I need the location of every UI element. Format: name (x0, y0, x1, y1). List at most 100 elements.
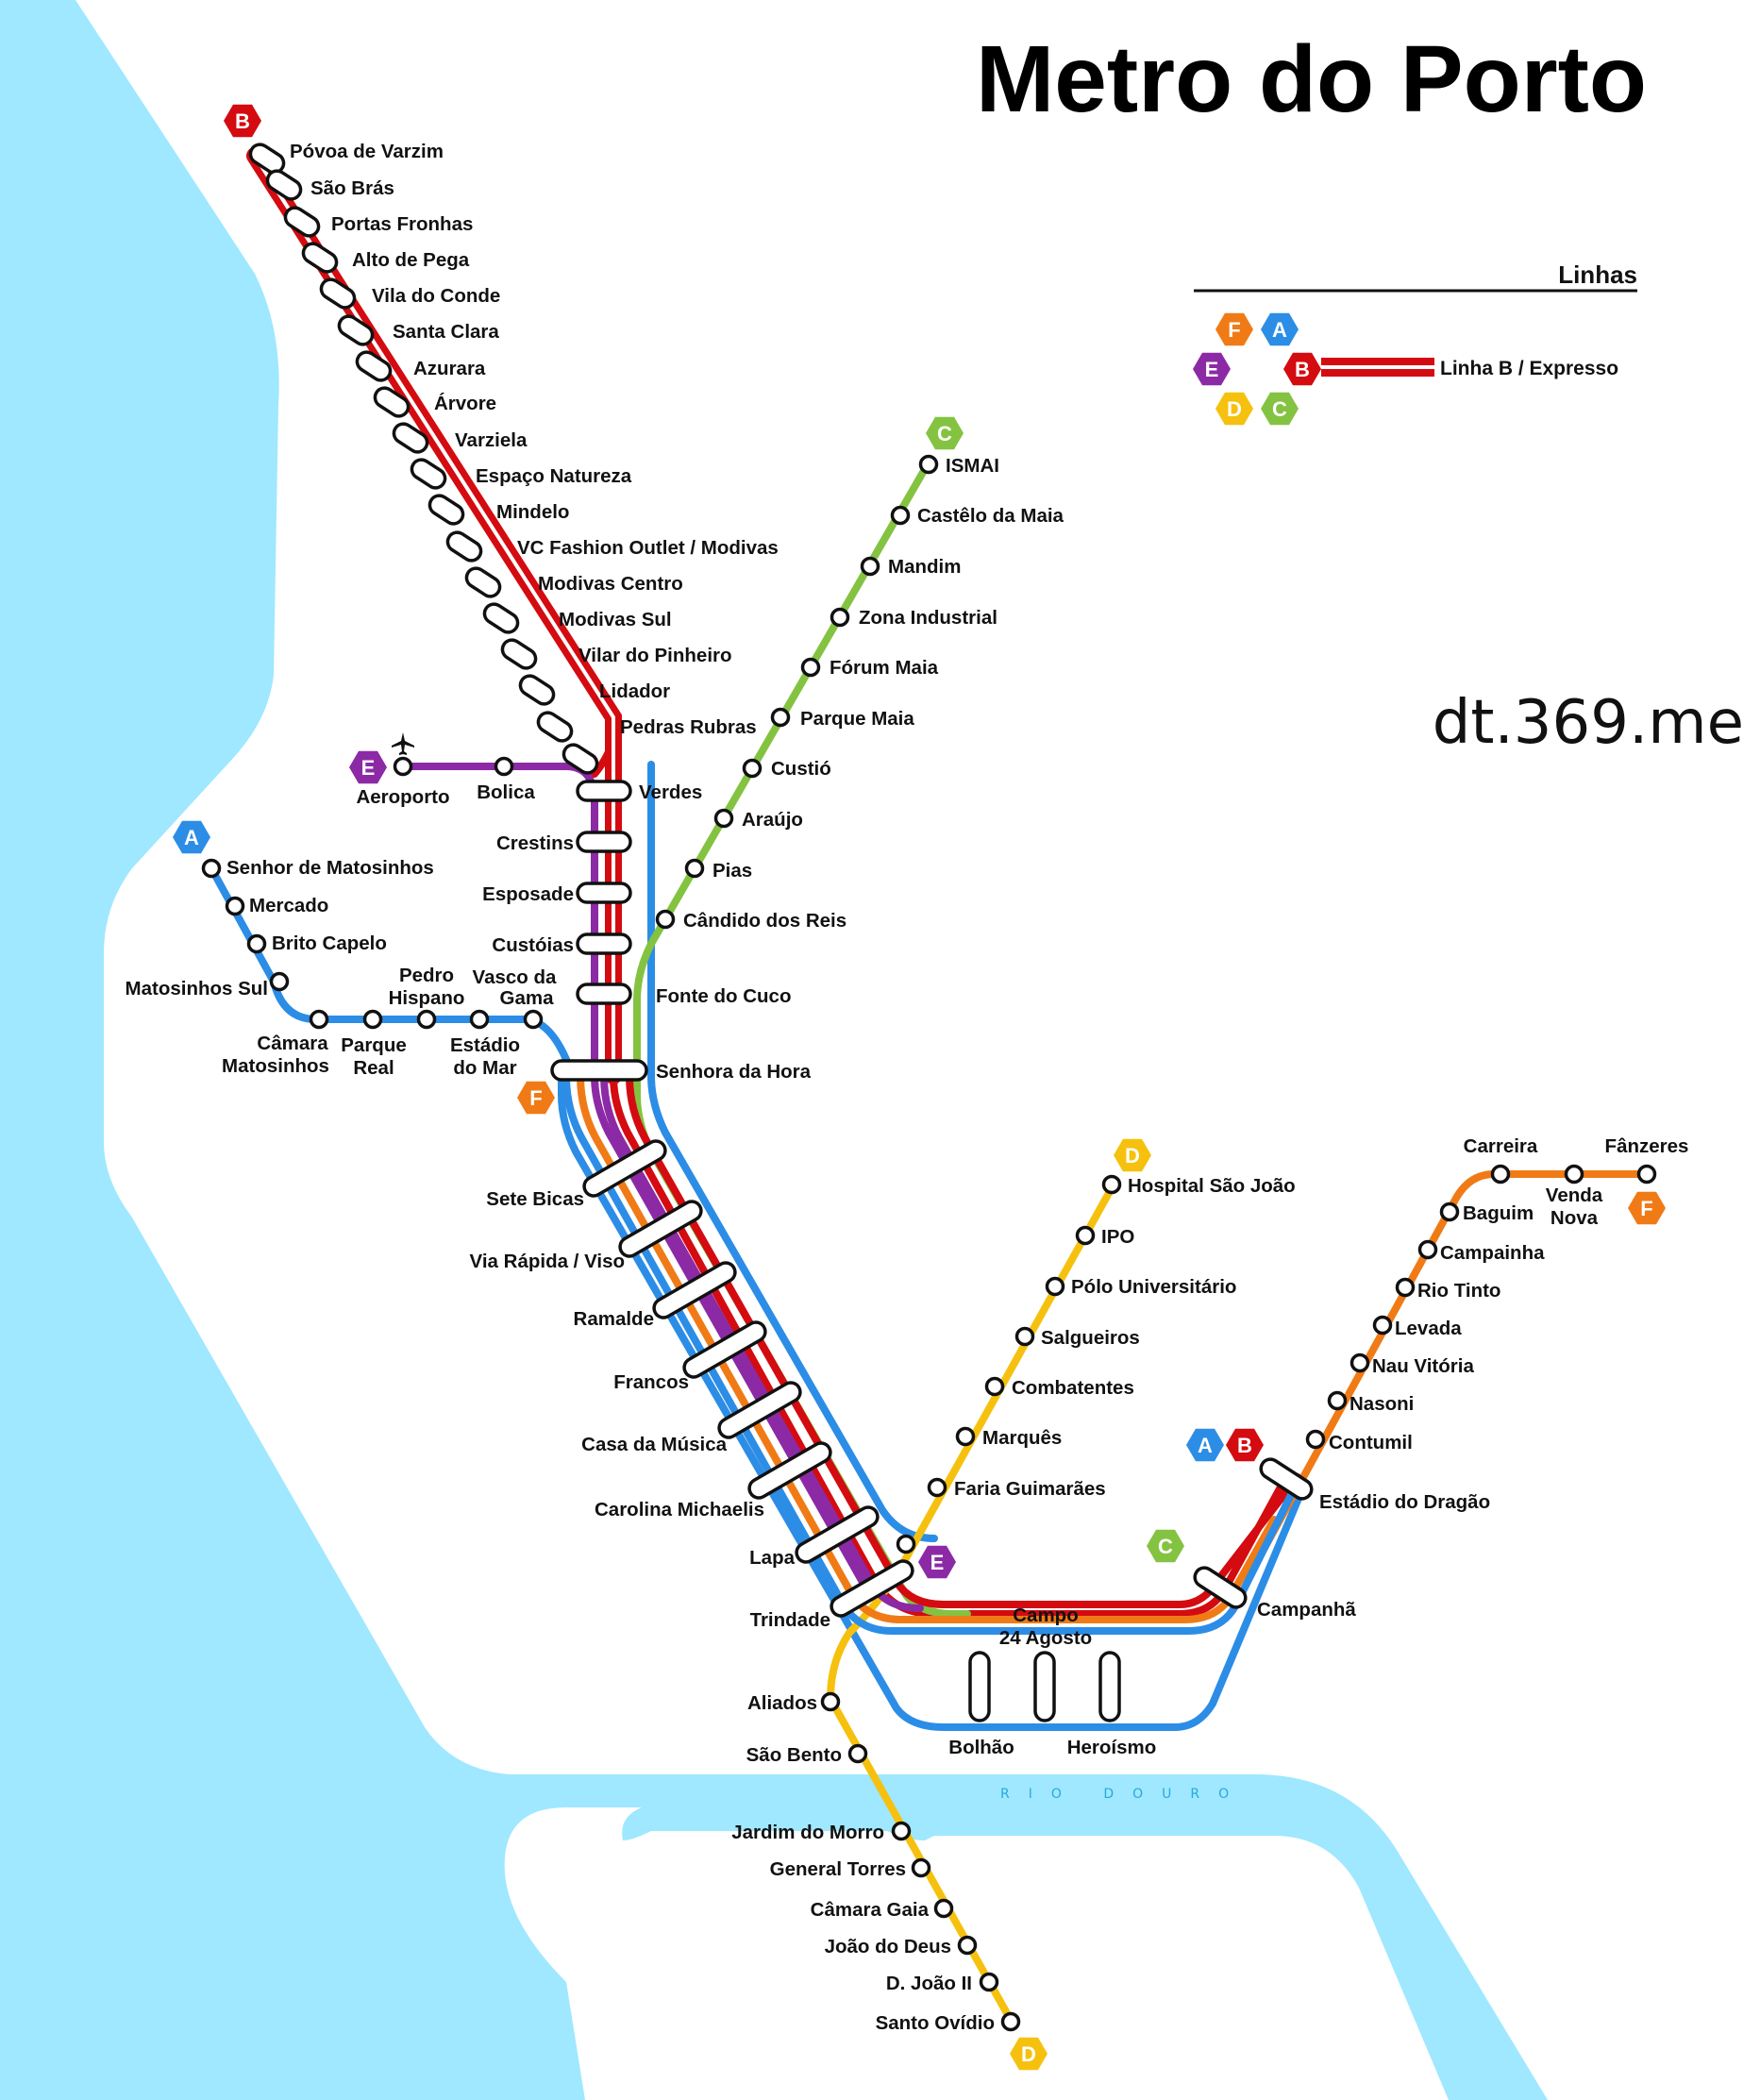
label-nasoni: Nasoni (1349, 1393, 1414, 1415)
badge-line-c: C (926, 416, 964, 450)
legend-badge-b: B (1283, 352, 1321, 386)
station-b-2 (283, 206, 321, 238)
station-f-4 (1417, 1239, 1438, 1260)
badge-line-e: E (918, 1545, 956, 1579)
badge-line-b: B (1226, 1428, 1264, 1462)
label-d-joao-ii: D. João II (886, 1973, 972, 1994)
legend-badge-d: D (1215, 392, 1253, 426)
label-trindade: Trindade (750, 1609, 830, 1631)
station-a-0 (201, 858, 222, 879)
station-d-10 (891, 1821, 912, 1841)
svg-text:B: B (1295, 358, 1310, 381)
station-d-3 (1014, 1326, 1035, 1347)
badge-line-f: F (1628, 1191, 1666, 1225)
svg-text:E: E (361, 756, 376, 780)
label-varziela: Varziela (455, 429, 528, 451)
station-campanha (1193, 1566, 1248, 1609)
station-c-1 (890, 505, 911, 526)
label-ismai: ISMAI (946, 455, 999, 477)
label-bolica: Bolica (477, 781, 535, 803)
label-mercado: Mercado (249, 895, 328, 916)
label-estadio-do-mar-2: do Mar (453, 1057, 516, 1079)
map-title: Metro do Porto (976, 26, 1647, 132)
station-f-2 (1636, 1164, 1657, 1184)
station-senhora-da-hora (550, 1059, 648, 1082)
station-dragao (1259, 1457, 1314, 1501)
station-a-6 (416, 1009, 437, 1030)
station-b-5 (337, 314, 375, 346)
station-c-7 (713, 808, 734, 829)
line-a-path (208, 761, 1306, 1731)
station-d-8 (820, 1691, 841, 1712)
svg-text:F: F (529, 1086, 542, 1110)
station-c-5 (770, 707, 791, 728)
label-ramalde: Ramalde (574, 1308, 654, 1330)
svg-text:B: B (235, 109, 250, 133)
label-ipo: IPO (1101, 1226, 1134, 1248)
badge-line-b: B (224, 104, 261, 138)
svg-text:D: D (1227, 397, 1242, 421)
station-c-4 (800, 657, 821, 678)
label-pedras-rubras: Pedras Rubras (620, 716, 757, 738)
label-senhor-de-matosinhos: Senhor de Matosinhos (226, 857, 434, 879)
label-parque-real-2: Real (353, 1057, 394, 1079)
station-d-13 (957, 1935, 978, 1956)
label-fonte-do-cuco: Fonte do Cuco (656, 985, 791, 1007)
station-b-15 (518, 674, 556, 706)
station-b-0 (248, 143, 286, 175)
badge-line-a: A (173, 820, 210, 854)
label-modivas-sul: Modivas Sul (559, 609, 672, 630)
label-rio-tinto: Rio Tinto (1417, 1280, 1500, 1302)
badge-line-d: D (1114, 1138, 1151, 1172)
station-b-12 (464, 566, 502, 598)
svg-text:F: F (1228, 318, 1240, 342)
station-trunk-diag-7 (830, 1559, 914, 1618)
station-a-5 (362, 1009, 383, 1030)
label-espaco-natureza: Espaço Natureza (476, 465, 632, 487)
station-trunk-0 (576, 780, 632, 802)
line-b-express-inner (253, 154, 615, 1078)
label-pias: Pias (712, 860, 752, 882)
station-b-8 (392, 422, 429, 454)
label-sao-bras: São Brás (310, 177, 394, 199)
legend-express-label: Linha B / Expresso (1440, 358, 1618, 379)
label-polo-universitario: Pólo Universitário (1071, 1276, 1236, 1298)
label-portas-fronhas: Portas Fronhas (331, 213, 473, 235)
station-b-17 (562, 743, 599, 775)
label-mindelo: Mindelo (496, 501, 569, 523)
station-trunk-diag-1 (618, 1200, 703, 1258)
label-aliados: Aliados (747, 1692, 817, 1714)
badge-line-a: A (1186, 1428, 1224, 1462)
label-arvore: Árvore (434, 393, 496, 414)
station-trunk-diag-5 (747, 1441, 832, 1500)
legend: Linhas Linha B / Expresso (1194, 260, 1637, 379)
label-fanzeres: Fânzeres (1605, 1135, 1689, 1157)
station-trunk-3 (576, 932, 632, 955)
label-camara-matosinhos-2: Matosinhos (222, 1055, 329, 1077)
line-trunk-f (577, 1072, 1278, 1623)
station-d-11 (911, 1857, 931, 1878)
legend-badge-f: F (1215, 312, 1253, 346)
label-campainha: Campainha (1440, 1242, 1545, 1264)
label-general-torres: General Torres (770, 1858, 906, 1880)
station-f-8 (1327, 1390, 1348, 1411)
label-matosinhos-sul: Matosinhos Sul (126, 978, 268, 1000)
station-bolica (494, 756, 514, 777)
label-pedro-hispano-1: Pedro (399, 965, 454, 986)
station-aeroporto (393, 756, 413, 777)
station-b-4 (319, 277, 357, 310)
label-parque-maia: Parque Maia (800, 708, 914, 730)
label-jardim-do-morro: Jardim do Morro (731, 1822, 884, 1843)
label-via-rapida: Via Rápida / Viso (470, 1251, 625, 1272)
label-camara-gaia: Câmara Gaia (811, 1899, 930, 1921)
badge-line-f: F (517, 1081, 555, 1115)
station-trunk-4 (576, 983, 632, 1005)
label-modivas-centro: Modivas Centro (538, 573, 683, 595)
station-a-2 (246, 933, 267, 954)
station-d-14 (979, 1972, 999, 1992)
station-f-1 (1564, 1164, 1584, 1184)
station-f-0 (1490, 1164, 1511, 1184)
station-b-11 (445, 530, 483, 563)
label-lapa: Lapa (749, 1547, 795, 1569)
